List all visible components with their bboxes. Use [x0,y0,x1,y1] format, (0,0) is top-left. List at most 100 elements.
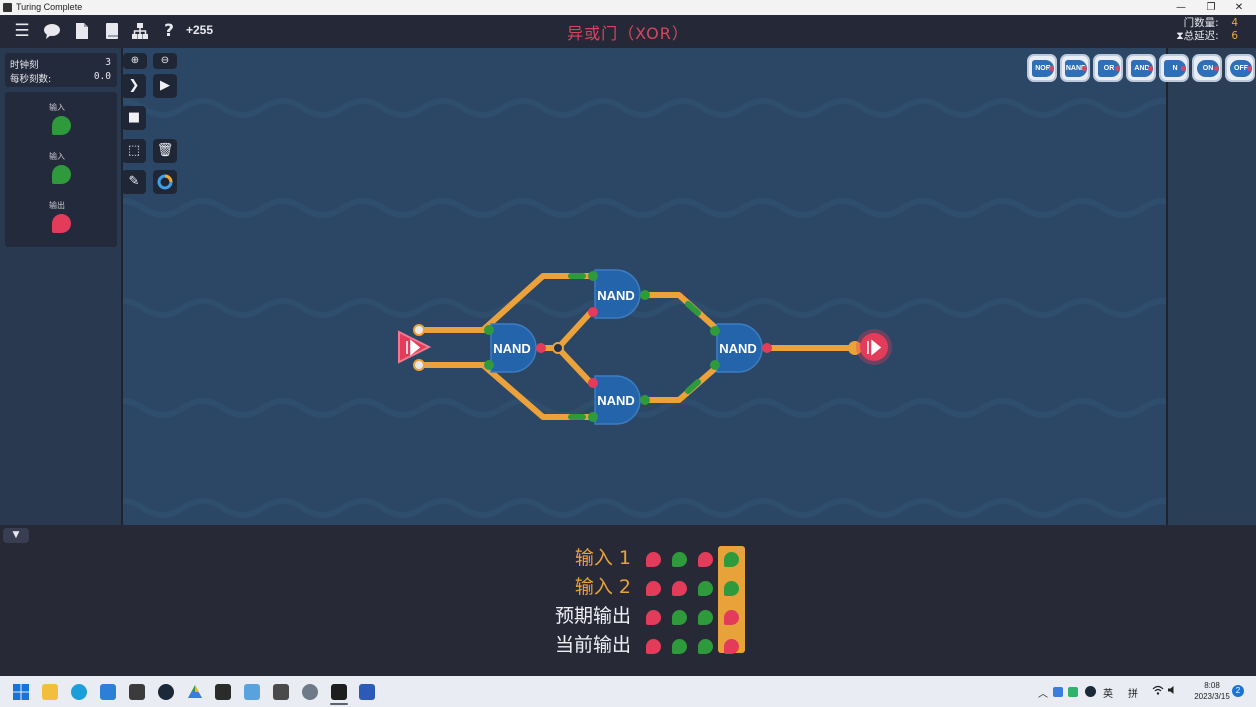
close-button[interactable]: ✕ [1234,2,1244,13]
chat-icon[interactable] [43,22,61,40]
nand-gate[interactable]: NAND [588,375,650,425]
window-title-bar: Turing Complete — ❐ ✕ [0,0,1256,15]
wires [416,273,856,420]
component-or[interactable]: OR [1093,54,1123,82]
tray-chevron-icon[interactable]: ︿ [1038,689,1048,700]
truth-table-cell [724,610,739,625]
play-button[interactable]: ▶ [153,74,177,98]
store-icon[interactable] [100,684,116,700]
io-label: 输入 [49,152,65,161]
settings-icon[interactable] [302,684,318,700]
minimize-button[interactable]: — [1176,2,1186,13]
notepad-icon[interactable] [244,684,260,700]
xor-circuit[interactable]: NAND NAND NAND NAND [123,48,1166,525]
truth-table-cell [698,552,713,567]
stop-button[interactable]: ■ [122,106,146,130]
edge-icon[interactable] [71,684,87,700]
component-off[interactable]: OFF [1225,54,1255,82]
terminal-icon[interactable] [215,684,231,700]
component-nor[interactable]: NOR [1027,54,1057,82]
component-nand[interactable]: NAND [1060,54,1090,82]
hierarchy-icon[interactable] [131,22,149,40]
tray-steam-icon[interactable] [1085,686,1096,697]
document-icon[interactable] [73,22,91,40]
app-icon[interactable] [129,684,145,700]
truth-table-row-label: 当前输出 [554,634,631,656]
clock-time: 8:08 [1204,681,1220,690]
level-stats: 门数量: 4 ⧗总延迟: 6 [1176,17,1238,43]
truth-table-cell [646,581,661,596]
circuit-input-pin[interactable] [398,330,432,364]
delay-label: 总延迟: [1183,30,1219,42]
score-counter: +255 [186,23,214,37]
wifi-icon[interactable] [1152,685,1164,698]
zoom-out-button[interactable]: ⊖ [153,53,177,69]
level-title: 异或门（XOR） [567,24,689,43]
maximize-button[interactable]: ❐ [1206,2,1216,13]
total-delay: 6 [1231,30,1238,42]
nand-gate[interactable]: NAND [710,323,772,373]
nand-gate[interactable]: NAND [484,323,546,373]
collapse-panel-button[interactable]: ▼ [3,528,29,543]
window-title: Turing Complete [16,2,83,12]
gate-count-label: 门数量: [1183,17,1219,29]
clock-panel: 时钟刻 3 每秒刻数: 0.0 [5,53,117,87]
color-wheel-button[interactable] [153,170,177,194]
truth-table-cell [698,610,713,625]
truth-table-cell [698,639,713,654]
circuit-canvas[interactable]: NAND NAND NAND NAND [123,48,1166,525]
tray-bluetooth-icon[interactable] [1053,687,1063,697]
help-icon[interactable]: ? [164,21,174,41]
steam-icon[interactable] [158,684,174,700]
truth-table-cell [646,610,661,625]
delete-button[interactable]: 🗑 [153,139,177,163]
word-icon[interactable] [359,684,375,700]
windows-start-icon[interactable] [13,684,29,700]
circuit-output-pin[interactable] [856,329,892,365]
truth-table-cell [724,639,739,654]
active-wire-segments [568,273,701,420]
truth-table-row-label: 预期输出 [554,605,631,627]
app-icon [3,3,12,12]
nand-gate[interactable]: NAND [588,269,650,319]
component-and[interactable]: AND [1126,54,1156,82]
notification-badge[interactable]: 2 [1232,685,1244,697]
tray-language[interactable]: 英 [1103,689,1113,700]
truth-table-cell [724,552,739,567]
pencil-tool-button[interactable]: ✎ [122,170,146,194]
select-tool-button[interactable]: ⬚ [122,139,146,163]
truth-table-cell [724,581,739,596]
tray-ime[interactable]: 拼 [1128,689,1138,700]
volume-icon[interactable] [1167,685,1177,698]
book-icon[interactable] [103,22,121,40]
active-app-indicator [330,703,348,705]
component-not[interactable]: N [1159,54,1189,82]
input-1-toggle[interactable] [52,116,71,135]
7zip-icon[interactable] [273,684,289,700]
output-indicator [52,214,71,233]
ticks-per-second-value: 0.0 [93,71,111,82]
gate-count: 4 [1231,17,1238,29]
clock-date: 2023/3/15 [1194,692,1230,701]
menu-icon[interactable]: ☰ [14,21,30,41]
truth-table-cell [672,639,687,654]
windows-taskbar [0,676,1256,707]
tray-wechat-icon[interactable] [1068,687,1078,697]
drive-icon[interactable] [187,684,203,700]
file-explorer-icon[interactable] [42,684,58,700]
system-clock[interactable]: 8:08 2023/3/15 [1186,680,1238,702]
component-on[interactable]: ON [1192,54,1222,82]
turing-complete-icon[interactable] [331,684,347,700]
wire-nodes [413,324,862,371]
io-panel: 输入 输入 输出 [5,92,117,247]
input-2-toggle[interactable] [52,165,71,184]
test-panel [0,525,1256,676]
truth-table-cell [672,581,687,596]
gate-label: NAND [597,288,635,303]
step-button[interactable]: ❯ [122,74,146,98]
zoom-in-button[interactable]: ⊕ [123,53,147,69]
clock-ticks-label: 时钟刻 [10,60,39,71]
truth-table-row-label: 输入 1 [574,547,631,569]
gate-label: NAND [719,341,757,356]
game-top-bar [0,15,1256,48]
